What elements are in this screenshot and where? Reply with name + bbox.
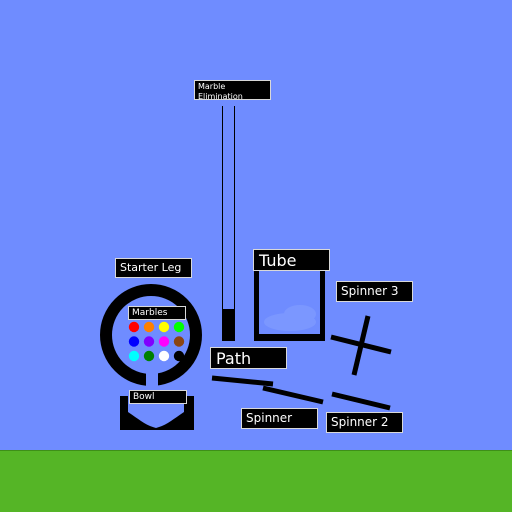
spinner[interactable] [262, 385, 324, 405]
path-track[interactable] [211, 375, 274, 387]
marble[interactable] [143, 336, 155, 347]
marbles-label[interactable]: Marbles [128, 306, 186, 320]
marble[interactable] [128, 336, 140, 347]
marble[interactable] [143, 321, 155, 333]
spinner-2[interactable] [331, 391, 391, 411]
spinner-label[interactable]: Spinner [241, 408, 318, 429]
starter-leg-ring[interactable] [100, 284, 202, 386]
marble[interactable] [173, 350, 185, 362]
marble[interactable] [158, 336, 170, 347]
spinner-3-label[interactable]: Spinner 3 [336, 281, 413, 302]
marble-elimination-tube[interactable] [222, 106, 235, 341]
ground [0, 450, 512, 512]
marbles-group [128, 321, 185, 362]
marble-elimination-label[interactable]: Marble Elimination [194, 80, 271, 101]
marble[interactable] [128, 321, 140, 333]
spinner-3[interactable] [330, 315, 392, 376]
cloud [264, 305, 316, 331]
bowl-label[interactable]: Bowl [129, 390, 187, 404]
marble[interactable] [173, 321, 185, 333]
marble[interactable] [158, 350, 170, 362]
marble[interactable] [173, 336, 185, 347]
tube-label[interactable]: Tube [253, 249, 330, 271]
bowl[interactable] [120, 396, 194, 430]
starter-leg-label[interactable]: Starter Leg [115, 258, 192, 278]
spinner-2-label[interactable]: Spinner 2 [326, 412, 403, 433]
marble[interactable] [143, 350, 155, 362]
marble[interactable] [128, 350, 140, 362]
marble[interactable] [158, 321, 170, 333]
path-label[interactable]: Path [210, 347, 287, 369]
